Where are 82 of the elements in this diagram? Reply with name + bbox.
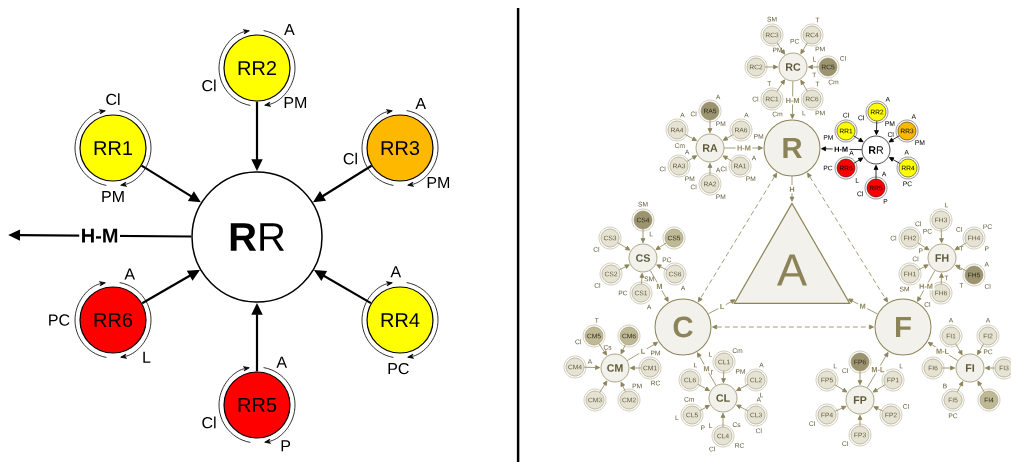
arrow <box>917 270 936 302</box>
side-label: PC <box>49 314 70 326</box>
arrow <box>686 155 698 162</box>
arrow <box>736 404 749 412</box>
arrow <box>655 242 667 251</box>
arrow <box>598 343 607 356</box>
arrow <box>848 298 879 315</box>
arrow <box>807 64 820 70</box>
arrow <box>583 365 601 370</box>
arrow <box>776 42 785 55</box>
arrow <box>939 272 944 285</box>
arrow <box>617 242 631 251</box>
arrow <box>707 162 713 176</box>
arrow <box>955 264 967 272</box>
arrow <box>866 352 889 389</box>
arrow <box>800 42 808 55</box>
arrow <box>626 341 659 361</box>
side-label: A <box>276 356 288 368</box>
arrow <box>927 342 959 361</box>
arrow <box>835 405 847 412</box>
arrow <box>722 155 733 162</box>
arrow <box>620 381 626 392</box>
side-label: PM <box>102 190 124 202</box>
arrow <box>939 228 944 244</box>
arrow <box>640 228 646 244</box>
arrow <box>722 134 734 141</box>
arrow <box>917 242 930 251</box>
arrow <box>684 134 697 142</box>
arrow <box>776 79 785 92</box>
arrow <box>697 172 778 303</box>
arrow <box>736 384 749 392</box>
triangle-node: A <box>733 202 851 304</box>
arrow <box>984 365 996 371</box>
arrow <box>720 412 726 428</box>
arrow <box>977 343 984 356</box>
arrow <box>697 352 717 386</box>
arrow <box>721 370 726 384</box>
arrow <box>834 384 848 393</box>
arrow <box>821 146 863 152</box>
arrow <box>954 242 967 251</box>
arrow <box>656 264 668 271</box>
arrow <box>790 80 795 119</box>
arrow <box>956 381 964 393</box>
arrow <box>800 79 808 92</box>
arrow <box>941 365 956 371</box>
arrow <box>888 135 900 143</box>
arrow <box>873 164 879 180</box>
arrow <box>697 384 710 392</box>
side-label: Cl <box>106 93 120 106</box>
arrow <box>764 64 779 70</box>
arrow <box>888 157 901 164</box>
arrow <box>807 172 888 303</box>
arrow <box>977 380 985 393</box>
arrow <box>857 370 863 386</box>
arrow <box>599 380 608 393</box>
arrow <box>853 135 864 143</box>
arrow <box>955 343 963 356</box>
arrow <box>874 120 879 136</box>
side-label: Cl <box>202 79 216 92</box>
edge-label: H-M <box>79 227 120 245</box>
arrow <box>649 270 669 302</box>
arrow <box>853 157 864 164</box>
side-label: PC <box>388 362 409 375</box>
arrow <box>707 119 713 134</box>
arrow <box>873 406 884 412</box>
side-label: Cl <box>343 152 357 165</box>
arrow <box>857 414 863 427</box>
arrow <box>917 264 929 271</box>
arrow <box>699 404 710 411</box>
arrow <box>618 264 630 271</box>
arrow <box>639 272 645 285</box>
arrow <box>872 384 886 393</box>
arrow <box>620 344 626 355</box>
arrow <box>789 176 795 202</box>
arrow <box>707 299 736 315</box>
side-label: Cl <box>202 416 216 429</box>
side-label: A <box>124 268 135 280</box>
side-label: A <box>415 98 427 109</box>
arrow <box>723 145 763 151</box>
side-label: A <box>390 266 402 278</box>
arrow <box>712 324 874 330</box>
arrow <box>629 365 642 371</box>
